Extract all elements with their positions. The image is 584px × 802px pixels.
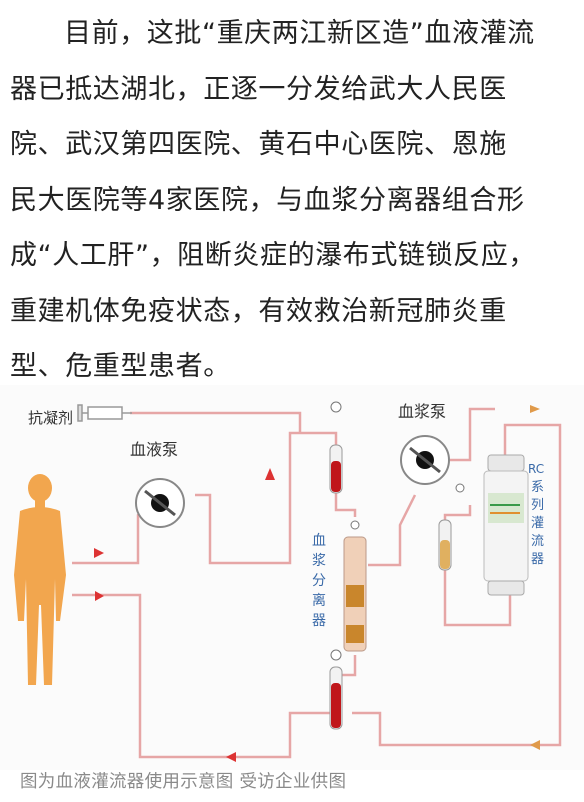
separator-char: 浆	[312, 553, 326, 569]
blood-sample-tube	[329, 401, 343, 494]
rc-char: 器	[531, 552, 544, 567]
text-line: 目前，这批“重庆两江新区造”血液灌流	[64, 18, 535, 49]
text-line: 型、危重型患者。	[10, 351, 231, 382]
blood-pump-label: 血液泵	[130, 440, 178, 459]
blood-return-tube	[329, 649, 343, 730]
anticoagulant-label: 抗凝剂	[28, 409, 73, 427]
flow-arrows	[94, 468, 275, 762]
separator-char: 器	[312, 613, 326, 629]
rc-label: RC	[528, 462, 544, 476]
rc-perfusion-device-icon	[483, 454, 529, 596]
plasma-sample-tube	[438, 483, 465, 571]
arrow-out	[530, 405, 540, 413]
rc-char: 列	[531, 498, 544, 513]
text-line: 民大医院等4家医院，与血浆分离器组合形	[10, 184, 525, 216]
blood-pump-icon	[135, 478, 185, 528]
text-line: 器已抵达湖北，正逐一分发给武大人民医	[10, 73, 507, 105]
rc-char: 系	[531, 480, 544, 495]
perfusion-diagram-svg: 抗凝剂 血液泵 血 浆 分 离 器	[0, 385, 584, 770]
text-line: 重建机体免疫状态，有效救治新冠肺炎重	[10, 295, 507, 327]
separator-char: 血	[312, 533, 326, 549]
separator-char: 分	[312, 573, 326, 589]
human-figure-icon	[14, 474, 66, 685]
rc-char: 流	[531, 534, 544, 549]
plasma-pump-label: 血浆泵	[398, 402, 446, 421]
perfusion-diagram: 抗凝剂 血液泵 血 浆 分 离 器	[0, 385, 584, 770]
separator-char: 离	[312, 592, 326, 609]
arrow-in	[530, 740, 540, 750]
plasma-separator-icon	[343, 520, 367, 652]
text-line: 院、武汉第四医院、黄石中心医院、恩施	[10, 129, 507, 160]
plasma-pump-icon	[400, 435, 450, 485]
syringe-icon	[77, 404, 132, 422]
text-line: 成“人工肝”，阻断炎症的瀑布式链锁反应，	[10, 240, 536, 271]
article-paragraph: 目前，这批“重庆两江新区造”血液灌流 器已抵达湖北，正逐一分发给武大人民医 院、…	[10, 6, 580, 395]
figure-caption: 图为血液灌流器使用示意图 受访企业供图	[20, 772, 347, 792]
rc-char: 灌	[531, 516, 544, 531]
